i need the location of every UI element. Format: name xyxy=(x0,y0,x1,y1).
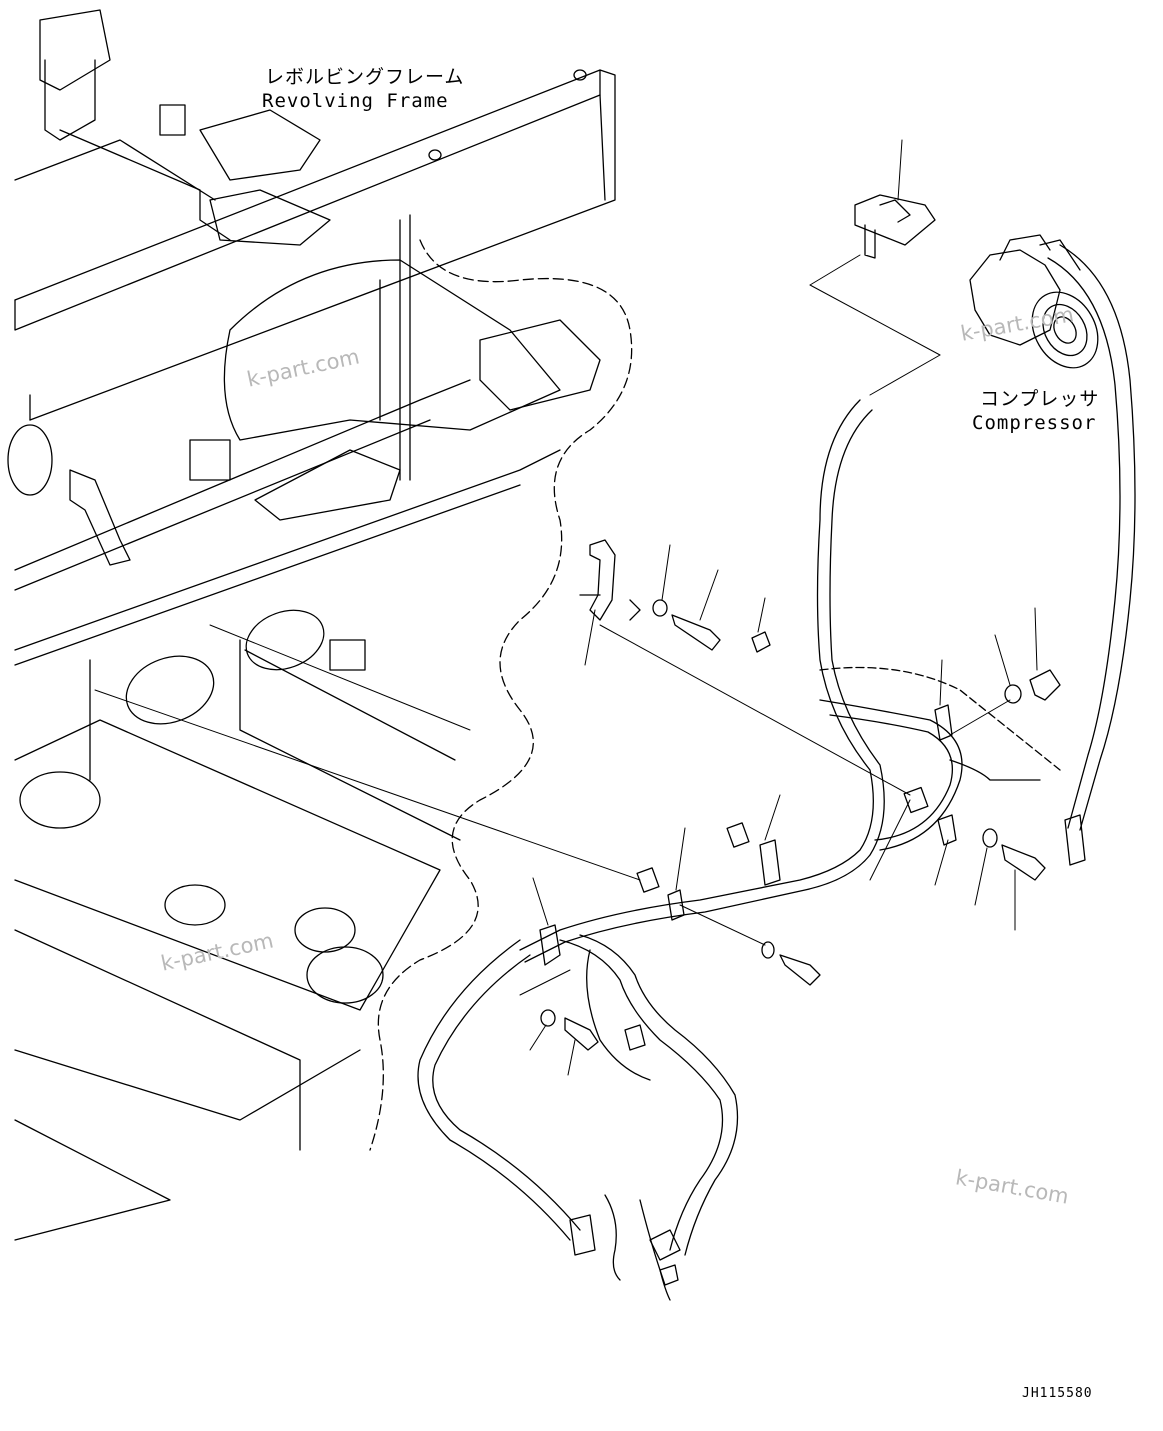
clamps xyxy=(539,704,1086,1286)
valve-component xyxy=(854,194,936,259)
bracket-assembly xyxy=(579,539,1061,704)
revolving-frame-label-en: Revolving Frame xyxy=(262,90,449,112)
leader-lines xyxy=(94,139,1038,1076)
hose-lines xyxy=(417,244,1136,1301)
compressor-label-en: Compressor xyxy=(972,412,1097,434)
revolving-frame xyxy=(7,9,633,1241)
revolving-frame-label-jp: レボルビングフレーム xyxy=(265,66,465,88)
compressor-component xyxy=(969,234,1099,369)
drawing-code: JH115580 xyxy=(1022,1386,1093,1401)
compressor-label-jp: コンプレッサ xyxy=(980,388,1100,410)
